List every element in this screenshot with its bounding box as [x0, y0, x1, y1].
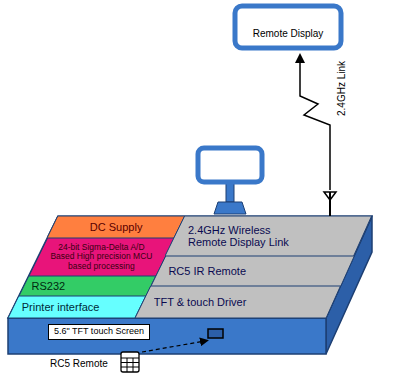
- tft-driver-panel: TFT & touch Driver: [135, 286, 340, 318]
- node-text: Remote Display: [253, 28, 324, 39]
- remote-keys: [121, 358, 139, 372]
- node-text: TFT & touch Driver: [154, 296, 247, 308]
- dc-supply-panel: DC Supply: [47, 216, 185, 238]
- display-text-area: Remote Display: [240, 23, 336, 44]
- panel-text-area: TFT & touch Driver: [154, 286, 323, 318]
- rs232-panel: RS232: [19, 276, 156, 296]
- node-text: DC Supply: [90, 221, 143, 233]
- ir-beam-arrow: [142, 341, 205, 352]
- link-label: 2.4GHz Link: [337, 60, 348, 115]
- panel-text-area: DC Supply: [61, 216, 171, 238]
- node-text: 5.6" TFT touch Screen: [54, 327, 144, 337]
- node-text: RS232: [32, 280, 66, 292]
- box-front-face: [8, 318, 326, 354]
- display-neck: [226, 182, 234, 202]
- panel-text-area: Printer interface: [22, 296, 132, 318]
- antenna-head: [324, 192, 336, 200]
- screen-label-box: 5.6" TFT touch Screen: [48, 324, 150, 340]
- remote-display: Remote Display: [232, 3, 344, 51]
- remote-label: RC5 Remote: [50, 358, 108, 369]
- ir-receiver: [208, 329, 223, 338]
- display-base: [214, 202, 246, 214]
- node-text: Printer interface: [22, 301, 100, 313]
- ir-remote-panel: RC5 IR Remote: [151, 256, 354, 286]
- wireless-panel: 2.4GHz Wireless Remote Display Link: [165, 216, 372, 256]
- panel-text-area: 2.4GHz Wireless Remote Display Link: [188, 216, 306, 256]
- antenna-mast: [329, 192, 331, 216]
- panel-text-area: 24-bit Sigma-Delta A/D Based High precis…: [50, 238, 152, 276]
- node-text: 2.4GHz Wireless Remote Display Link: [188, 224, 306, 248]
- node-text: RC5 IR Remote: [168, 265, 246, 277]
- printer-panel: Printer interface: [8, 296, 146, 318]
- wireless-link-arrow: [300, 58, 330, 190]
- local-display: [198, 148, 262, 182]
- box-top-face: [8, 216, 372, 318]
- display-outline: [232, 3, 344, 51]
- node-text: 24-bit Sigma-Delta A/D Based High precis…: [50, 243, 152, 271]
- panel-text-area: RC5 IR Remote: [168, 256, 337, 286]
- remote-icon: [121, 352, 139, 372]
- panel-text-area: RS232: [32, 276, 143, 296]
- mcu-panel: 24-bit Sigma-Delta A/D Based High precis…: [29, 238, 175, 276]
